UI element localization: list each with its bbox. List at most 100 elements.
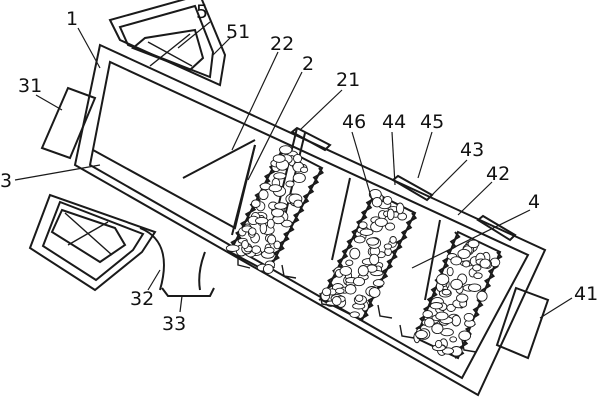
drain-assembly xyxy=(139,227,215,297)
pebble xyxy=(467,239,480,249)
pebble xyxy=(395,202,405,215)
partition-2 xyxy=(231,144,256,236)
pebble xyxy=(331,296,342,306)
label-3: 3 xyxy=(0,170,12,192)
lower-fan-assembly xyxy=(28,193,157,292)
main-outer-shell xyxy=(73,43,547,397)
label-2: 2 xyxy=(302,53,314,75)
partition-43 xyxy=(424,219,441,301)
pebble xyxy=(292,172,306,184)
pebble xyxy=(345,259,354,266)
pebble xyxy=(285,180,295,188)
pebble xyxy=(293,199,303,208)
pebble xyxy=(353,235,366,244)
label-44: 44 xyxy=(382,111,406,133)
bracket-d xyxy=(377,304,393,319)
pebble xyxy=(473,272,483,280)
label-46: 46 xyxy=(342,111,366,133)
pebble xyxy=(251,199,261,208)
pebble xyxy=(358,221,368,230)
upper-fan-outer-housing xyxy=(108,0,227,87)
filter-bed-2-mesh-right xyxy=(358,212,418,321)
pebble xyxy=(389,236,397,244)
pebble xyxy=(335,287,345,295)
label-43: 43 xyxy=(460,139,484,161)
pebble xyxy=(458,330,472,341)
pebble xyxy=(344,284,357,295)
pebble xyxy=(355,294,364,302)
pebble xyxy=(339,265,353,276)
pebble xyxy=(457,248,471,259)
pebble xyxy=(462,260,471,268)
bracket-a xyxy=(237,255,251,269)
leader-33 xyxy=(179,295,183,313)
pebble xyxy=(359,228,374,236)
pebble xyxy=(435,311,449,321)
label-4: 4 xyxy=(528,191,540,213)
pebble xyxy=(441,347,455,355)
pebble xyxy=(281,219,293,228)
pebble xyxy=(255,216,269,225)
filter-bed-2 xyxy=(318,188,418,322)
pebble xyxy=(441,288,452,296)
filter-beds xyxy=(225,145,503,360)
pebble xyxy=(357,265,369,277)
inner-chamber-wall xyxy=(88,60,530,380)
drain-funnel-right xyxy=(198,251,206,291)
leader-lines xyxy=(14,21,573,319)
pebble xyxy=(268,184,282,193)
pebble xyxy=(429,302,443,310)
pebble xyxy=(479,258,491,269)
pebble xyxy=(434,339,443,349)
pebble xyxy=(225,244,240,252)
lower-fan-outer-housing xyxy=(28,193,157,292)
upper-fan-assembly xyxy=(108,0,227,87)
pebble xyxy=(266,218,275,229)
bracket-c xyxy=(319,292,335,307)
pebble xyxy=(371,197,383,208)
pebble xyxy=(372,279,385,287)
filter-bed-3 xyxy=(412,230,503,360)
pebble xyxy=(300,166,309,174)
pebble xyxy=(368,287,381,298)
inlet-flange-31 xyxy=(40,86,97,160)
leader-5 xyxy=(177,21,211,49)
pebble xyxy=(436,273,450,286)
pebble xyxy=(382,195,393,205)
pebble xyxy=(279,145,293,155)
support-brackets xyxy=(237,255,477,353)
label-51: 51 xyxy=(226,21,250,43)
pebble xyxy=(456,293,469,303)
pebble xyxy=(424,317,435,328)
pebble xyxy=(463,312,475,322)
upper-fan-box xyxy=(131,28,205,72)
pebble xyxy=(431,323,444,335)
leader-51 xyxy=(211,37,231,57)
front-chamber-partition xyxy=(92,144,256,230)
baffle-plate-22 xyxy=(182,139,256,179)
pebble xyxy=(349,311,360,318)
leader-21 xyxy=(299,89,343,131)
cap-42 xyxy=(476,214,517,242)
pebble xyxy=(446,303,456,312)
leader-22 xyxy=(231,51,279,151)
lower-fan-box xyxy=(50,208,127,264)
leader-45 xyxy=(417,131,433,179)
bracket-b xyxy=(281,264,297,279)
pebble xyxy=(352,276,366,287)
pebble xyxy=(273,172,287,180)
pebble xyxy=(264,246,275,254)
pebble xyxy=(321,287,332,297)
lower-fan-inner-housing xyxy=(41,200,145,282)
pebble xyxy=(267,234,277,245)
leader-32 xyxy=(147,269,161,291)
pebble xyxy=(369,253,380,266)
pebble xyxy=(248,227,257,236)
outlet-flange-41 xyxy=(495,286,550,360)
pebble xyxy=(293,153,303,164)
leader-3 xyxy=(14,164,101,181)
pebble xyxy=(349,247,361,260)
leader-4 xyxy=(411,209,531,269)
pebble xyxy=(386,208,395,221)
